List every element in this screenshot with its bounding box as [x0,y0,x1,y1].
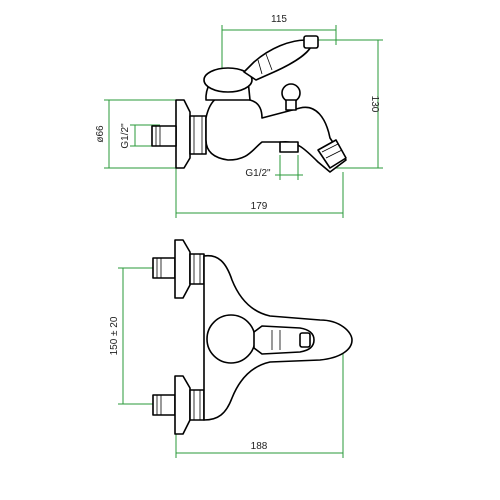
dim-diameter-66: ø66 [95,125,106,143]
bottom-coupling-nut [189,389,205,421]
plan-view: 150 ± 20 188 [109,239,353,458]
bottom-inlet-connector [152,394,176,416]
top-inlet-connector [152,257,176,279]
dim-thread-left: G1/2" [120,123,131,149]
top-wall-flange [174,239,191,299]
shower-outlet [279,141,299,153]
dim-total-179: 179 [251,201,268,212]
dim-total-188: 188 [251,441,268,452]
dim-spacing-150: 150 ± 20 [109,316,120,355]
coupling-nut [189,115,207,155]
bottom-wall-flange [174,375,191,435]
side-elevation-view: 115 130 ø66 G1/2" G1/2" 179 [95,14,383,218]
wall-flange [175,99,191,169]
dim-thread-bottom: G1/2" [245,168,271,179]
handle-dome-plan [206,314,256,364]
dim-width-115: 115 [271,14,287,25]
side-dimension-lines [104,25,383,218]
lever-handle-plan [253,325,315,355]
top-coupling-nut [189,253,205,285]
spout-outlet [317,139,347,169]
lever-handle [243,39,313,81]
dim-height-130: 130 [369,96,380,113]
inlet-connector [151,125,177,147]
